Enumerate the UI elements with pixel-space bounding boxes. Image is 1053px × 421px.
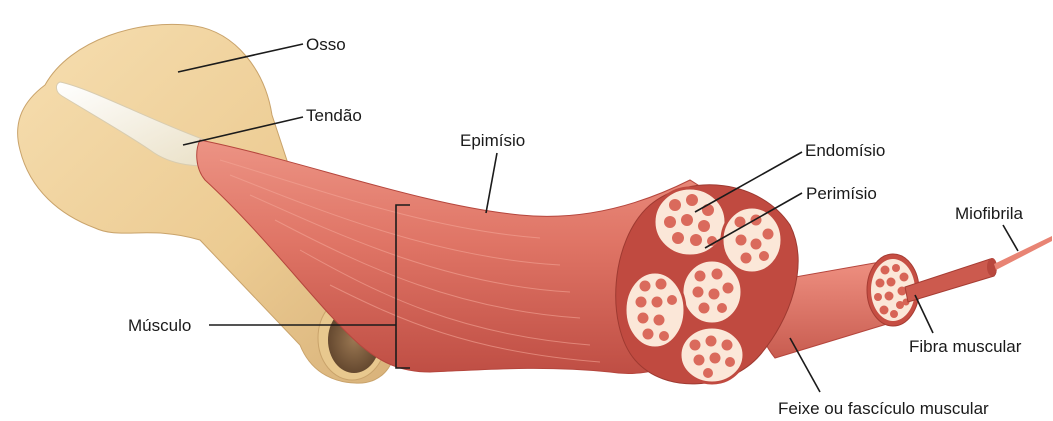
- leader-miofibrila: [1003, 225, 1018, 251]
- label-perimisio: Perimísio: [806, 184, 877, 203]
- label-osso: Osso: [306, 35, 346, 54]
- label-epimisio: Epimísio: [460, 131, 525, 150]
- muscle-fiber: [905, 259, 996, 302]
- label-fibra-muscular: Fibra muscular: [909, 337, 1022, 356]
- label-tendao: Tendão: [306, 106, 362, 125]
- label-musculo: Músculo: [128, 316, 191, 335]
- leader-epimisio: [486, 153, 497, 213]
- leader-fibra: [915, 295, 933, 333]
- label-feixe: Feixe ou fascículo muscular: [778, 399, 989, 418]
- label-miofibrila: Miofibrila: [955, 204, 1024, 223]
- muscle-cross-section: [616, 185, 798, 384]
- label-endomisio: Endomísio: [805, 141, 885, 160]
- myofibril: [994, 236, 1052, 270]
